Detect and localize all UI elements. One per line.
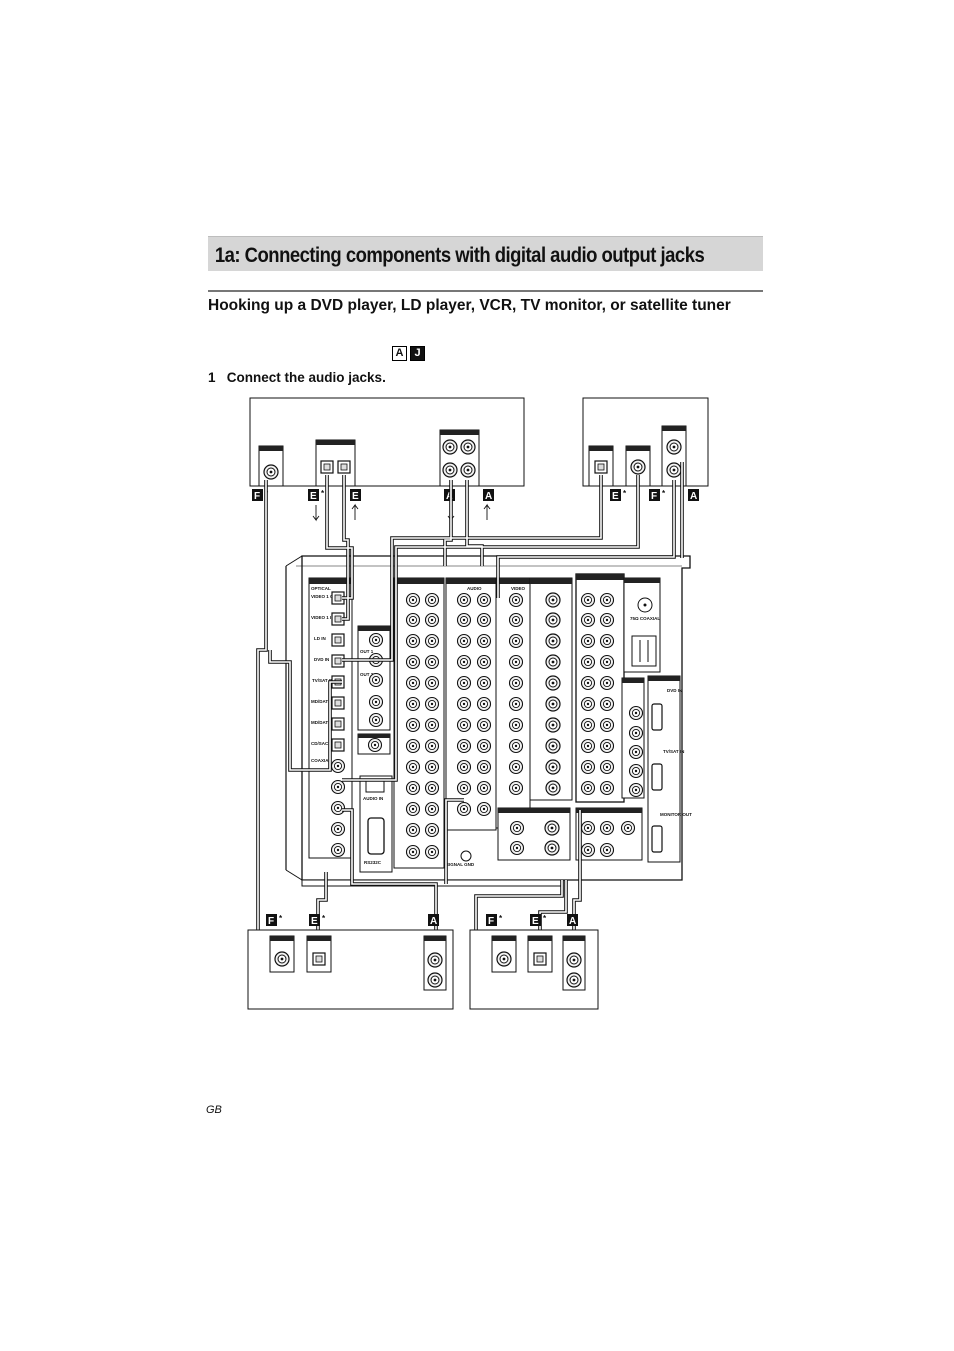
bottom-right-component [469, 929, 599, 1010]
lbl-md-in: MD/DAT IN [311, 720, 334, 725]
footer-language: GB [206, 1104, 222, 1116]
lbl-video: VIDEO [511, 586, 526, 591]
lbl-rs232c: RS232C [364, 860, 382, 865]
label-e-5: E [532, 916, 539, 927]
lbl-coaxial-75: 75Ω COAXIAL [630, 616, 660, 621]
bottom-left-component [247, 929, 454, 1010]
lbl-audio: AUDIO [467, 586, 482, 591]
lbl-coaxial: COAXIAL [311, 758, 332, 763]
lbl-video1-in: VIDEO 1 IN [311, 615, 335, 620]
label-a-4: A [430, 916, 437, 927]
label-f-4: F [488, 916, 494, 927]
asterisk-6: * [322, 914, 326, 923]
lbl-ld-in: LD IN [314, 636, 326, 641]
bottom-cable-labels: F * E * A F * E * A [266, 914, 578, 927]
lbl-audio-in: AUDIO IN [363, 796, 383, 801]
connection-diagram: F * E * E A A E * F * A [247, 397, 709, 1010]
lbl-monitor-out: MONITOR OUT [660, 812, 692, 817]
lbl-video1-out: VIDEO 1 OUT [311, 594, 340, 599]
top-cable-labels: F * E * E A A E * F * A [252, 489, 699, 502]
step-text: Connect the audio jacks. [226, 370, 386, 385]
label-e-2: E [352, 491, 359, 502]
label-a-3: A [690, 491, 697, 502]
asterisk-7: * [499, 914, 503, 923]
label-f-3: F [268, 916, 274, 927]
lbl-out1: OUT 1 [360, 649, 374, 654]
label-e-4: E [311, 916, 318, 927]
ref-box-a: A [392, 346, 407, 361]
lbl-cd-in: CD/SACD IN [311, 741, 337, 746]
label-e-3: E [612, 491, 619, 502]
ref-box-j: J [410, 346, 425, 361]
label-e-1: E [310, 491, 317, 502]
step-heading: 1 Connect the audio jacks. [208, 370, 386, 385]
label-a-5: A [569, 916, 576, 927]
lbl-tvsat-in: TV/SAT IN [312, 678, 333, 683]
lbl-out2: OUT 2 [360, 672, 374, 677]
label-a-2: A [485, 491, 492, 502]
label-f-2: F [651, 491, 657, 502]
asterisk-2: * [321, 489, 325, 498]
lbl-tvsat-in-right: TV/SAT IN [663, 749, 684, 754]
lbl-dvd-in-right: DVD IN [667, 688, 682, 693]
asterisk-8: * [543, 914, 547, 923]
receiver-rear-panel: OPTICAL VIDEO 1 OUT VIDEO 1 IN LD IN DVD… [285, 555, 692, 887]
top-left-component [249, 397, 525, 487]
lbl-dvd-in: DVD IN [314, 657, 329, 662]
chapter-title: 1a: Connecting components with digital a… [214, 243, 705, 267]
lbl-md-out: MD/DAT OUT [311, 699, 339, 704]
section-title: Hooking up a DVD player, LD player, VCR,… [208, 297, 731, 314]
asterisk-5: * [279, 914, 283, 923]
reference-boxes: A J [392, 346, 425, 361]
lbl-optical: OPTICAL [311, 586, 331, 591]
top-right-component [582, 397, 709, 487]
section-divider [208, 290, 763, 292]
signal-arrows [312, 503, 491, 522]
asterisk-3: * [623, 489, 627, 498]
chapter-title-bar: 1a: Connecting components with digital a… [208, 236, 763, 271]
asterisk-4: * [662, 489, 666, 498]
step-number: 1 [208, 370, 216, 385]
label-f-1: F [254, 491, 260, 502]
lbl-signal-gnd: SIGNAL GND [446, 862, 475, 867]
